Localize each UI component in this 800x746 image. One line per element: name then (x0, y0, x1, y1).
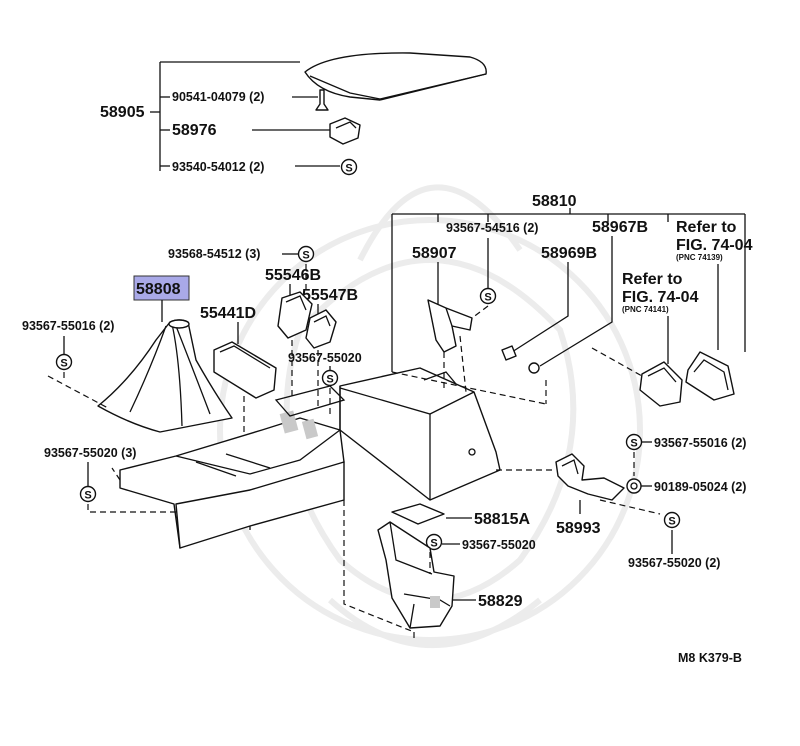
label-screw-bracket: 93567-54516 (2) (446, 221, 538, 235)
pocket-b (305, 309, 337, 349)
shift-boot-group: 58808 93567-55016 (2) S (22, 275, 233, 433)
hinge-part (329, 117, 361, 145)
screw-symbol: S (479, 287, 497, 305)
storage-box-group: 58815A S 93567-55020 58829 (343, 500, 536, 640)
label-rear-bracket: 58993 (556, 520, 601, 537)
svg-text:S: S (326, 374, 333, 386)
refer-part-74139 (685, 351, 735, 401)
label-refer-1-line1: Refer to (676, 219, 737, 236)
tray-group: 55441D (200, 305, 277, 450)
mat-58815a (391, 503, 445, 525)
label-shift-boot: 58808 (136, 281, 181, 298)
label-hinge: 58976 (172, 122, 217, 139)
label-screw-rear-upper: 93567-55016 (2) (654, 436, 746, 450)
label-armrest-assy: 58905 (100, 104, 145, 121)
label-refer-2-line1: Refer to (622, 271, 683, 288)
armrest-lid (304, 52, 487, 101)
label-mat: 58815A (474, 511, 530, 528)
label-refer-1-pnc: (PNC 74139) (676, 253, 723, 262)
armrest-screw (315, 89, 329, 111)
label-bracket-58907: 58907 (412, 245, 457, 262)
svg-text:S: S (630, 438, 637, 450)
svg-text:S: S (302, 250, 309, 262)
svg-text:S: S (60, 358, 67, 370)
clip-58969b (501, 345, 517, 361)
screw-symbol: S (55, 353, 73, 371)
refer-part-74141 (639, 361, 683, 407)
label-nut-rear: 90189-05024 (2) (654, 480, 746, 494)
label-pocket-a: 55546B (265, 267, 321, 284)
front-screw-group: 93567-55020 (3) S (44, 446, 176, 513)
screw-symbol: S (321, 369, 339, 387)
label-screw-tray: 93567-55020 (288, 351, 362, 365)
screw-symbol: S (625, 433, 643, 451)
label-screw-front: 93567-55020 (3) (44, 446, 136, 460)
pocket-group: 93568-54512 (3) S 55546B 55547B 93567-55… (168, 245, 362, 418)
screw-symbol: S (79, 485, 97, 503)
screw-symbol: S (425, 533, 443, 551)
nut-rear (626, 478, 642, 494)
rear-bracket-58993 (555, 453, 625, 501)
rear-bracket-group: S 93567-55016 (2) 90189-05024 (2) 58993 … (496, 433, 746, 570)
screw-symbol: S (663, 511, 681, 529)
label-refer-1-line2: FIG. 74-04 (676, 237, 753, 254)
label-console-assy: 58810 (532, 193, 577, 210)
diagram-code: M8 K379-B (678, 651, 742, 665)
label-screw-console-top: 93568-54512 (3) (168, 247, 260, 261)
label-tray: 55441D (200, 305, 256, 322)
svg-text:S: S (484, 292, 491, 304)
screw-symbol: S (340, 158, 358, 176)
bracket-58907 (427, 299, 473, 353)
label-screw-hinge: 93540-54012 (2) (172, 160, 264, 174)
clip-58967b (528, 362, 540, 374)
label-refer-2-pnc: (PNC 74141) (622, 305, 669, 314)
box-58829 (377, 521, 455, 629)
svg-text:S: S (84, 490, 91, 502)
svg-text:S: S (345, 163, 352, 175)
label-refer-2-line2: FIG. 74-04 (622, 289, 699, 306)
label-screw-box: 93567-55020 (462, 538, 536, 552)
console-assy-bracket: 58810 (391, 193, 746, 372)
svg-text:S: S (430, 538, 437, 550)
label-screw-rear-lower: 93567-55020 (2) (628, 556, 720, 570)
label-clip-58967b: 58967B (592, 219, 648, 236)
label-pocket-b: 55547B (302, 287, 358, 304)
armrest-group: S 58905 90541-04079 (2) 58976 93540-5401… (100, 52, 487, 176)
label-screw-boot: 93567-55016 (2) (22, 319, 114, 333)
shift-boot (97, 319, 233, 433)
bracket-58907-group: 58907 93567-54516 (2) S 58969B 58967B (391, 219, 648, 405)
tray-part (213, 341, 277, 399)
refer-groups: Refer to FIG. 74-04 (PNC 74139) Refer to… (591, 219, 753, 407)
label-clip-58969b: 58969B (541, 245, 597, 262)
svg-text:S: S (668, 516, 675, 528)
screw-symbol: S (297, 245, 315, 263)
center-console-body (119, 367, 501, 549)
label-screw-armrest: 90541-04079 (2) (172, 90, 264, 104)
label-box: 58829 (478, 593, 523, 610)
